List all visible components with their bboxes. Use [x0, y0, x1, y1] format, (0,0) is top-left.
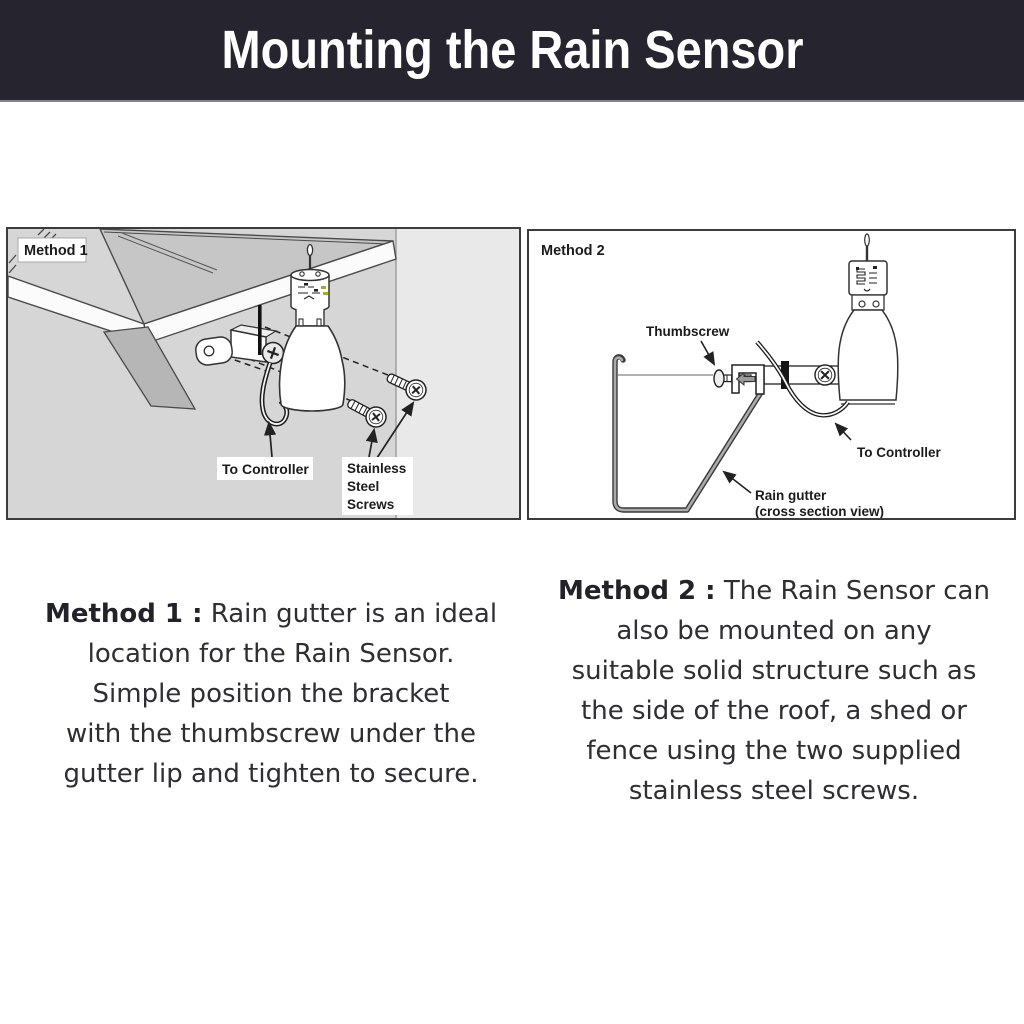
rain-gutter-label-line2: (cross section view)	[755, 504, 884, 518]
method2-caption: Method 2 : The Rain Sensor can also be m…	[524, 571, 1024, 811]
caption-line: suitable solid structure such as	[571, 656, 977, 686]
screws-label-line1: Stainless	[347, 461, 406, 476]
sensor-body	[837, 309, 899, 401]
caption-line: the side of the roof, a shed or	[581, 696, 967, 726]
bracket-pin	[258, 305, 262, 355]
caption-line: with the thumbscrew under the	[66, 719, 476, 749]
caption-line: Simple position the bracket	[92, 679, 450, 709]
thumbscrew-label: Thumbscrew	[646, 324, 730, 339]
caption-line: stainless steel screws.	[628, 776, 920, 806]
method2-caption-prefix: Method 2 :	[558, 576, 716, 606]
screws-label-line2: Steel	[347, 479, 379, 494]
to-controller-label: To Controller	[222, 461, 309, 477]
to-controller-label-box	[217, 457, 313, 480]
rain-sensor	[278, 243, 346, 412]
sensor-cap-detail	[298, 283, 328, 300]
rain-gutter-cross-section	[612, 354, 763, 513]
sensor-cap-detail	[856, 266, 877, 292]
method1-diagram: Method 1 To Controller Stainless Steel S…	[8, 229, 519, 518]
page-title: Mounting the Rain Sensor	[220, 20, 804, 80]
caption-line: Method 2 : The Rain Sensor can	[558, 576, 990, 606]
light-wall-strip	[396, 229, 519, 518]
rain-sensor	[837, 233, 899, 405]
caption-line: fence using the two supplied	[586, 736, 962, 766]
screws-label-box	[342, 457, 413, 515]
screws-label-line3: Screws	[347, 497, 394, 512]
mounting-bracket	[195, 305, 285, 366]
caption-line: Method 1 : Rain gutter is an ideal	[44, 599, 498, 629]
leader-arrows	[700, 340, 852, 494]
method2-panel: Method 2 Thumbscrew To Controller Rain g…	[527, 229, 1016, 520]
gable-shadow	[102, 326, 197, 410]
method1-caption-prefix: Method 1 :	[44, 599, 203, 629]
method1-panel: Method 1 To Controller Stainless Steel S…	[6, 227, 521, 520]
leader-arrows	[263, 401, 415, 462]
method1-label: Method 1	[24, 243, 88, 259]
method2-diagram: Method 2 Thumbscrew To Controller Rain g…	[529, 231, 1014, 518]
method1-label-box	[17, 237, 87, 263]
method2-label: Method 2	[541, 243, 605, 259]
sensor-body	[278, 325, 346, 412]
caption-line: also be mounted on any	[616, 616, 932, 646]
to-controller-label: To Controller	[857, 445, 941, 460]
roof-eave-illustration	[8, 229, 397, 410]
bar-screw-head	[814, 364, 836, 386]
caption-line: location for the Rain Sensor.	[87, 639, 455, 669]
title-banner: Mounting the Rain Sensor	[0, 0, 1024, 102]
sensor-cap	[848, 260, 888, 296]
break-hatch-marks	[8, 229, 57, 274]
rain-gutter-label-line1: Rain gutter	[755, 488, 827, 503]
caption-line: gutter lip and tighten to secure.	[63, 759, 479, 789]
gutter-lip-in-clamp	[735, 371, 756, 387]
cable-clip	[781, 361, 789, 389]
method1-caption: Method 1 : Rain gutter is an ideal locat…	[16, 594, 526, 794]
bracket-screw-head	[261, 341, 285, 365]
sensor-wire	[755, 340, 850, 418]
bracket-hole	[203, 345, 215, 357]
